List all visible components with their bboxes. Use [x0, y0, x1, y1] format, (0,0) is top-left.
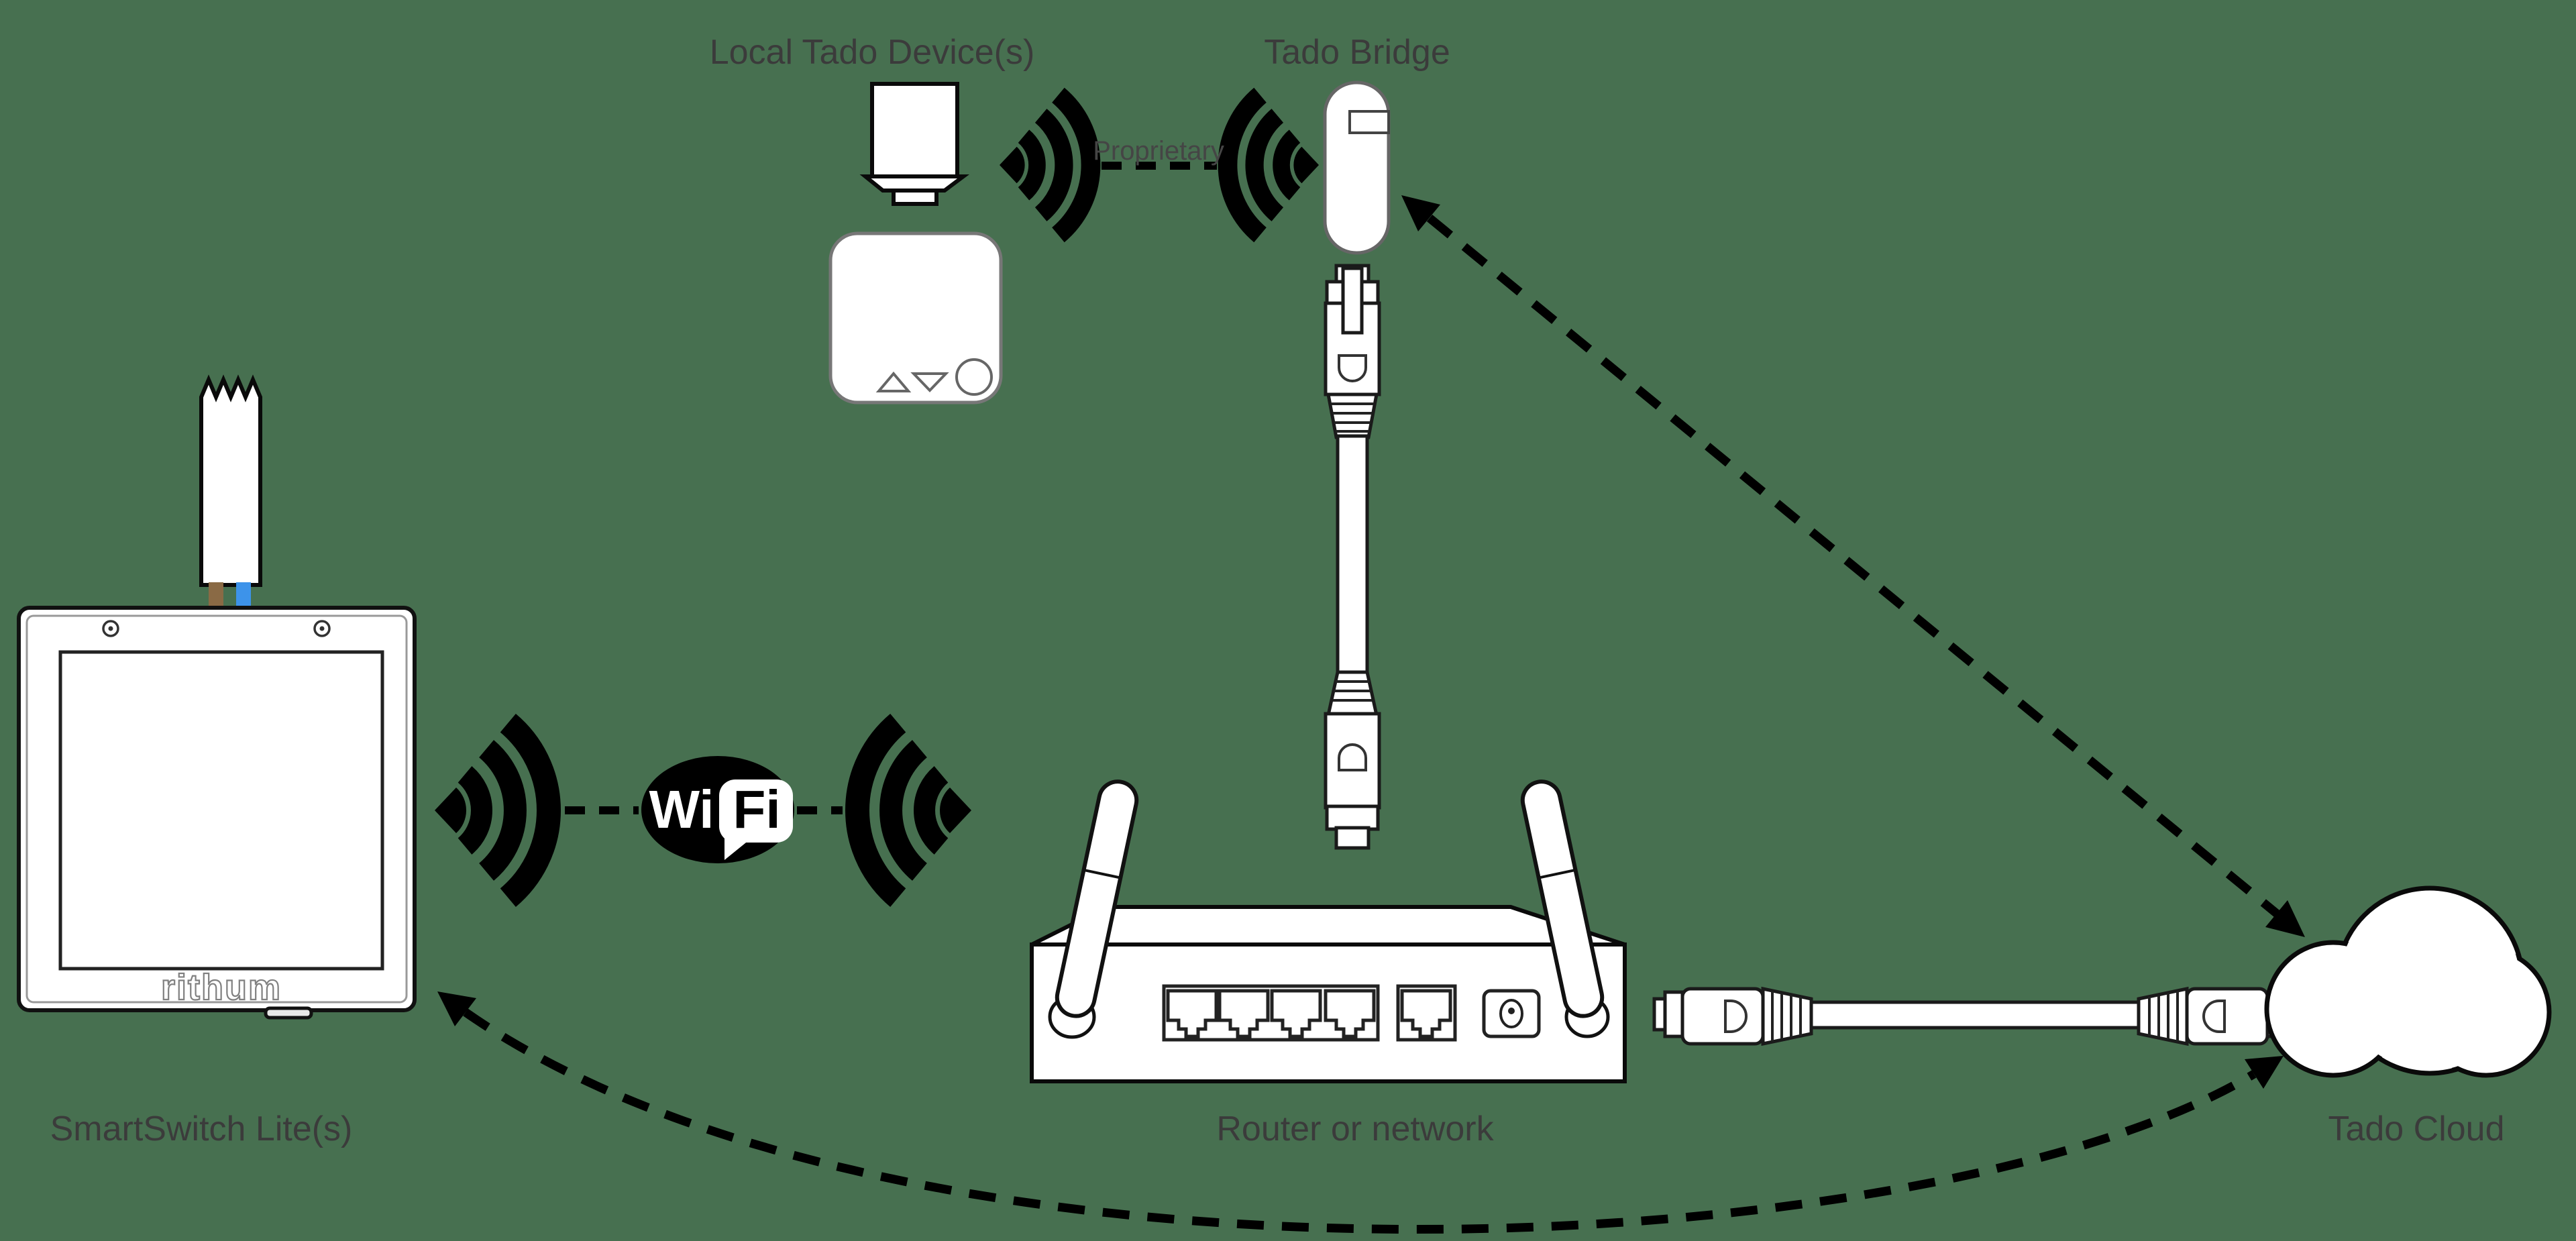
wifi-logo: Wi Fi	[641, 756, 794, 863]
thermostat-down-button	[910, 372, 949, 392]
power-cable	[199, 374, 262, 612]
wifi-logo-wi-text: Wi	[649, 779, 714, 839]
radiator-valve-device	[859, 82, 969, 206]
wire-blue	[236, 582, 251, 612]
wifi-router	[1030, 779, 1627, 1083]
router-lan-ports	[1162, 984, 1380, 1042]
label-proprietary: Proprietary	[1093, 136, 1224, 166]
dashed-link-bridge-cloud	[1401, 195, 2305, 937]
ethernet-cable-router-cloud	[1652, 986, 2298, 1046]
thermostat-ok-button	[955, 358, 993, 396]
router-wan-port	[1396, 984, 1457, 1042]
label-smart-switch: SmartSwitch Lite(s)	[50, 1110, 353, 1148]
smart-switch-device: rithum	[17, 606, 417, 1020]
router-antenna-left	[1048, 779, 1139, 1039]
thermostat-up-button	[875, 371, 912, 392]
router-power-jack	[1482, 989, 1541, 1038]
switch-screw-right	[313, 620, 331, 637]
label-router: Router or network	[1216, 1110, 1494, 1148]
switch-screen	[58, 650, 384, 971]
dashed-link-cloud-switch	[437, 991, 2284, 1234]
tado-cloud-shape	[2264, 885, 2552, 1078]
wire-brown	[209, 582, 223, 612]
switch-screw-left	[102, 620, 119, 637]
proprietary-link	[1000, 95, 1319, 235]
label-tado-bridge: Tado Bridge	[1264, 33, 1450, 72]
switch-brand-text: rithum	[161, 967, 282, 1008]
smart-thermostat-device	[828, 231, 1003, 404]
router-antenna-right	[1520, 779, 1610, 1038]
ethernet-cable-bridge-router	[1324, 264, 1381, 850]
wifi-link: Wi Fi	[435, 723, 971, 898]
label-local-tado-devices: Local Tado Device(s)	[710, 33, 1035, 72]
wifi-logo-fi-text: Fi	[733, 779, 780, 839]
tado-bridge-device	[1323, 80, 1391, 255]
label-tado-cloud: Tado Cloud	[2328, 1110, 2504, 1148]
switch-bottom-tab	[264, 1006, 313, 1020]
bridge-led-window	[1348, 110, 1390, 134]
